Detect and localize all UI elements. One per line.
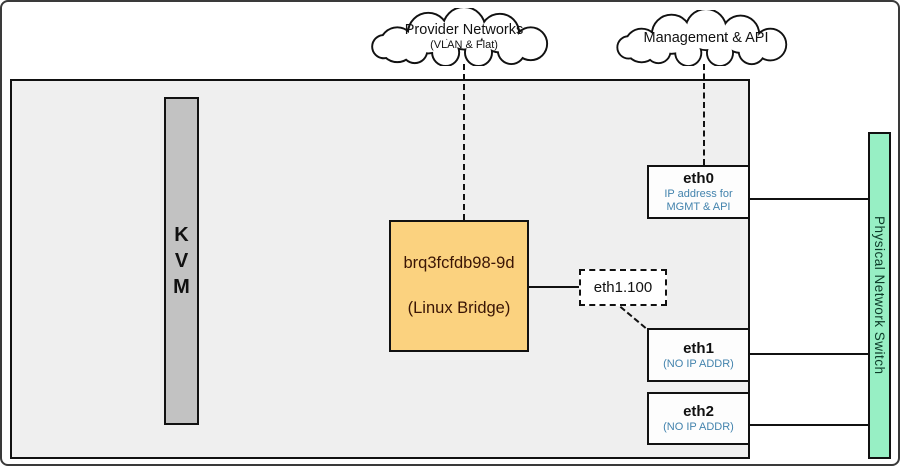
eth0-note: IP address for MGMT & API <box>664 188 733 213</box>
eth1-100-subinterface-box: eth1.100 <box>579 269 667 306</box>
cloud-icon <box>616 10 788 66</box>
eth1-label: eth1 <box>683 339 714 357</box>
bridge-name: brq3fcfdb98-9d <box>403 254 515 272</box>
provider-networks-sublabel: (VLAN & Flat) <box>430 39 498 51</box>
provider-networks-label: Provider Networks <box>404 22 524 38</box>
physical-network-switch-bar: Physical Network Switch <box>868 132 891 459</box>
linux-bridge-box: brq3fcfdb98-9d (Linux Bridge) <box>389 220 529 352</box>
eth0-interface-box: eth0 IP address for MGMT & API <box>647 165 750 219</box>
link-bridge-to-eth1-100 <box>529 286 579 288</box>
eth1-interface-box: eth1 (NO IP ADDR) <box>647 328 750 382</box>
bridge-type-label: (Linux Bridge) <box>407 299 511 317</box>
link-eth2-to-switch <box>750 424 868 426</box>
eth1-100-label: eth1.100 <box>593 279 653 296</box>
kvm-hypervisor-bar: K V M <box>164 97 199 425</box>
eth0-label: eth0 <box>683 170 714 187</box>
link-management-to-eth0 <box>703 64 705 165</box>
provider-networks-cloud: Provider Networks (VLAN & Flat) <box>360 8 568 66</box>
management-api-cloud: Management & API <box>602 10 810 66</box>
physical-network-switch-label: Physical Network Switch <box>872 216 887 375</box>
cloud-icon <box>371 8 549 66</box>
link-eth0-to-switch <box>750 198 868 200</box>
eth2-interface-box: eth2 (NO IP ADDR) <box>647 392 750 445</box>
link-provider-to-bridge <box>463 64 465 220</box>
management-api-label: Management & API <box>643 29 769 46</box>
kvm-label: K V M <box>173 224 190 298</box>
eth1-note: (NO IP ADDR) <box>663 357 734 370</box>
eth2-label: eth2 <box>683 403 714 420</box>
eth2-note: (NO IP ADDR) <box>663 421 734 433</box>
link-eth1-to-switch <box>750 353 868 355</box>
